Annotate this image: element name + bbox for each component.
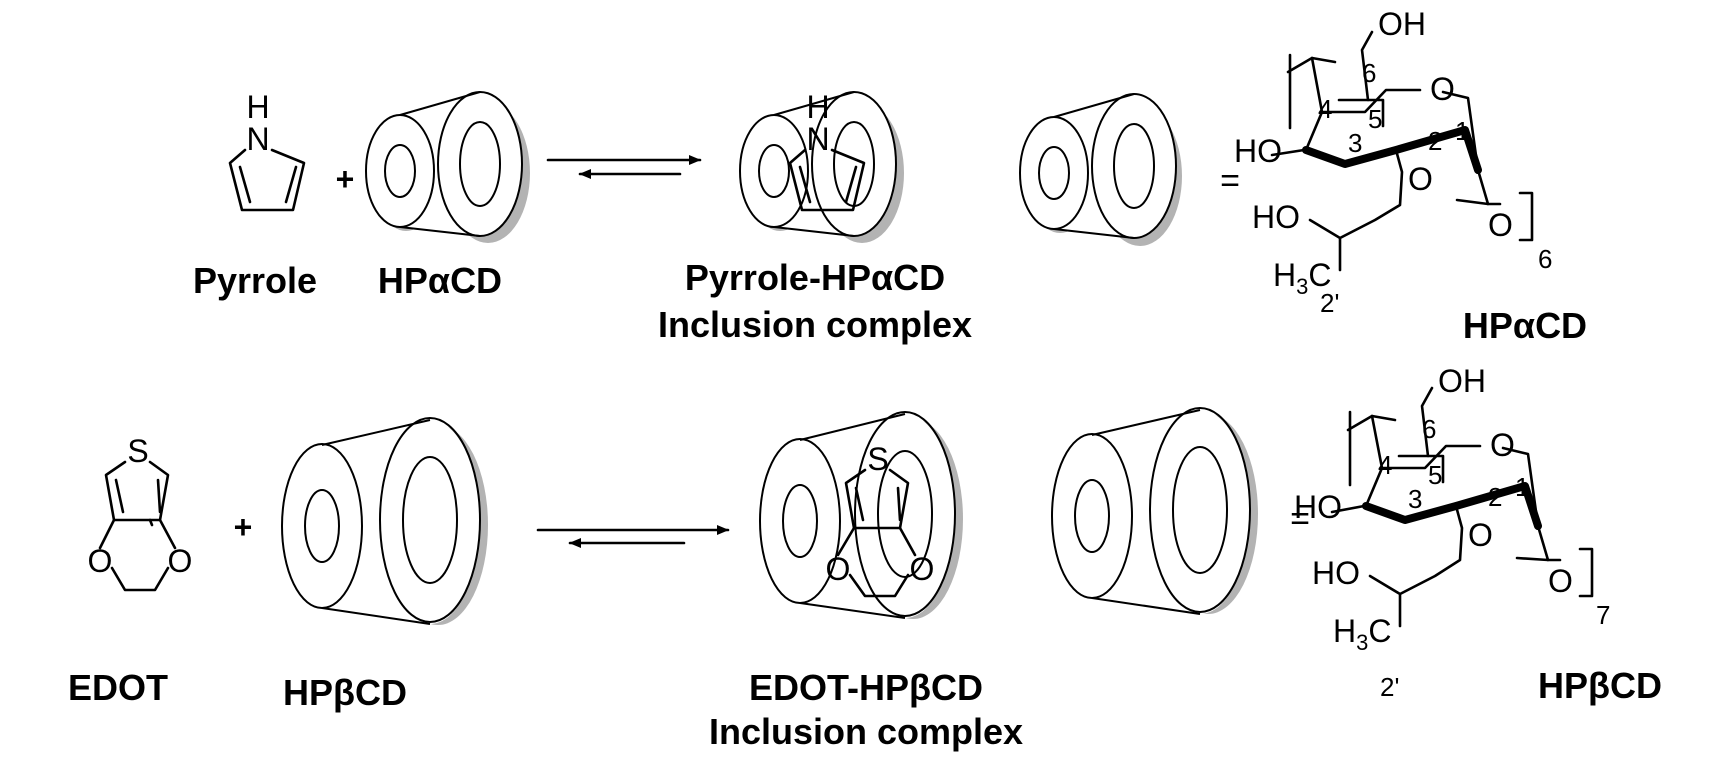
svg-text:O: O bbox=[1490, 427, 1515, 463]
plus-sign-1: + bbox=[336, 161, 355, 197]
complex2-label-line2: Inclusion complex bbox=[709, 711, 1023, 752]
pyrrole-double-bonds bbox=[238, 165, 298, 204]
plus-sign-2: + bbox=[234, 509, 253, 545]
hpacd-structure: OH 6 O 4 5 1 3 2 HO O HO O 6 H3C 2' bbox=[1234, 6, 1552, 318]
svg-text:O: O bbox=[1488, 207, 1513, 243]
svg-text:5: 5 bbox=[1428, 460, 1442, 490]
svg-text:HO: HO bbox=[1312, 555, 1360, 591]
complex1-label-line2: Inclusion complex bbox=[658, 304, 972, 345]
svg-text:OH: OH bbox=[1438, 363, 1486, 399]
svg-text:O: O bbox=[1430, 71, 1455, 107]
hpbcd-structure: OH 6 O 4 5 1 3 2 HO O HO O 7 H3C 2' bbox=[1294, 363, 1610, 702]
svg-text:O: O bbox=[910, 551, 935, 587]
svg-text:1: 1 bbox=[1515, 472, 1529, 502]
svg-text:HO: HO bbox=[1294, 489, 1342, 525]
equals-sign-1: = bbox=[1220, 162, 1240, 200]
equilibrium-arrows-icon bbox=[536, 525, 730, 548]
cyclodextrin-cone-icon bbox=[365, 91, 530, 243]
hpacd-structure-label: HPαCD bbox=[1463, 305, 1587, 346]
edot-label: EDOT bbox=[68, 667, 168, 708]
svg-text:1: 1 bbox=[1455, 116, 1469, 146]
edot-o-atom-right: O bbox=[168, 543, 193, 579]
svg-text:HO: HO bbox=[1252, 199, 1300, 235]
edot-s-atom: S bbox=[127, 433, 148, 469]
cyclodextrin-cone-icon bbox=[281, 417, 488, 625]
pyrrole-h-atom: H bbox=[246, 89, 269, 125]
pyrrole-ring bbox=[228, 148, 306, 212]
svg-text:2: 2 bbox=[1428, 126, 1442, 156]
svg-text:2': 2' bbox=[1380, 672, 1399, 702]
equals-sign-2: = bbox=[1290, 500, 1310, 538]
svg-text:2': 2' bbox=[1320, 288, 1339, 318]
svg-text:O: O bbox=[1468, 517, 1493, 553]
svg-text:H3C: H3C bbox=[1333, 613, 1391, 655]
svg-text:5: 5 bbox=[1368, 104, 1382, 134]
pyrrole-label: Pyrrole bbox=[193, 260, 317, 301]
edot-hpbcd-complex: S O O bbox=[759, 411, 963, 619]
svg-text:6: 6 bbox=[1538, 244, 1552, 274]
svg-text:HO: HO bbox=[1234, 133, 1282, 169]
svg-text:H: H bbox=[806, 89, 829, 125]
svg-text:O: O bbox=[1408, 161, 1433, 197]
hpbcd-label: HPβCD bbox=[283, 672, 407, 713]
pyrrole-n-atom: N bbox=[246, 121, 269, 157]
complex2-label-line1: EDOT-HPβCD bbox=[749, 667, 983, 708]
svg-text:S: S bbox=[867, 441, 888, 477]
svg-text:O: O bbox=[1548, 563, 1573, 599]
svg-text:6: 6 bbox=[1422, 414, 1436, 444]
svg-text:6: 6 bbox=[1362, 58, 1376, 88]
svg-text:3: 3 bbox=[1408, 484, 1422, 514]
edot-o-atom-left: O bbox=[88, 543, 113, 579]
svg-text:H3C: H3C bbox=[1273, 257, 1331, 299]
svg-text:OH: OH bbox=[1378, 6, 1426, 42]
cyclodextrin-cone-icon bbox=[1051, 407, 1258, 615]
svg-text:O: O bbox=[826, 551, 851, 587]
svg-text:3: 3 bbox=[1348, 128, 1362, 158]
svg-text:N: N bbox=[806, 121, 829, 157]
svg-text:2: 2 bbox=[1488, 482, 1502, 512]
svg-text:7: 7 bbox=[1596, 600, 1610, 630]
svg-text:4: 4 bbox=[1318, 94, 1332, 124]
pyrrole-molecule: H N bbox=[228, 89, 306, 212]
equilibrium-arrows-icon bbox=[546, 155, 702, 179]
hpacd-label: HPαCD bbox=[378, 260, 502, 301]
complex1-label-line1: Pyrrole-HPαCD bbox=[685, 257, 945, 298]
svg-text:4: 4 bbox=[1378, 450, 1392, 480]
cyclodextrin-cone-icon bbox=[1019, 93, 1182, 246]
pyrrole-hpacd-complex: H N bbox=[739, 89, 904, 243]
edot-molecule: S O O bbox=[88, 433, 193, 592]
hpbcd-structure-label: HPβCD bbox=[1538, 665, 1662, 706]
